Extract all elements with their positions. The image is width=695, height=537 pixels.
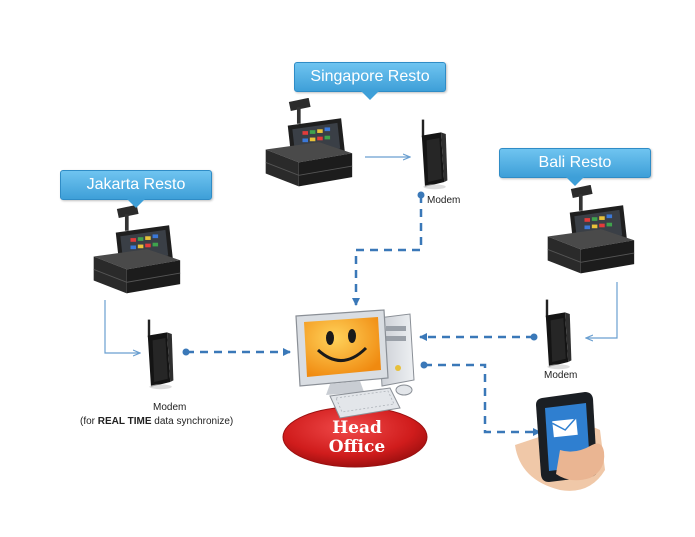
- jakarta-modem-label: Modem: [153, 402, 187, 413]
- realtime-sync-note: (for REAL TIME data synchronize): [80, 416, 233, 427]
- head-office-computer-icon: [295, 309, 415, 419]
- singapore-modem-label: Modem: [427, 195, 461, 206]
- pos-terminal-bali-icon: [547, 185, 635, 274]
- jakarta-resto-callout: Jakarta Resto: [60, 170, 212, 208]
- modem-jakarta-icon: [147, 319, 174, 390]
- head-office-line2: Office: [328, 437, 386, 457]
- smartphone-in-hand-icon: [515, 392, 605, 491]
- bali-modem-label: Modem: [544, 370, 578, 381]
- head-office-label: Head Office: [297, 419, 417, 457]
- note-emphasis: REAL TIME: [97, 416, 152, 427]
- note-prefix: (for: [80, 416, 98, 427]
- modem-bali-icon: [545, 299, 572, 370]
- pos-terminal-singapore-icon: [265, 98, 353, 187]
- pos-terminal-jakarta-icon: [93, 205, 181, 294]
- singapore-resto-callout: Singapore Resto: [294, 62, 446, 100]
- connection-links: [104, 157, 618, 436]
- head-office-line1: Head: [332, 418, 382, 438]
- note-suffix: data synchronize): [151, 416, 234, 427]
- bali-resto-callout: Bali Resto: [499, 148, 651, 186]
- modem-singapore-icon: [421, 119, 448, 190]
